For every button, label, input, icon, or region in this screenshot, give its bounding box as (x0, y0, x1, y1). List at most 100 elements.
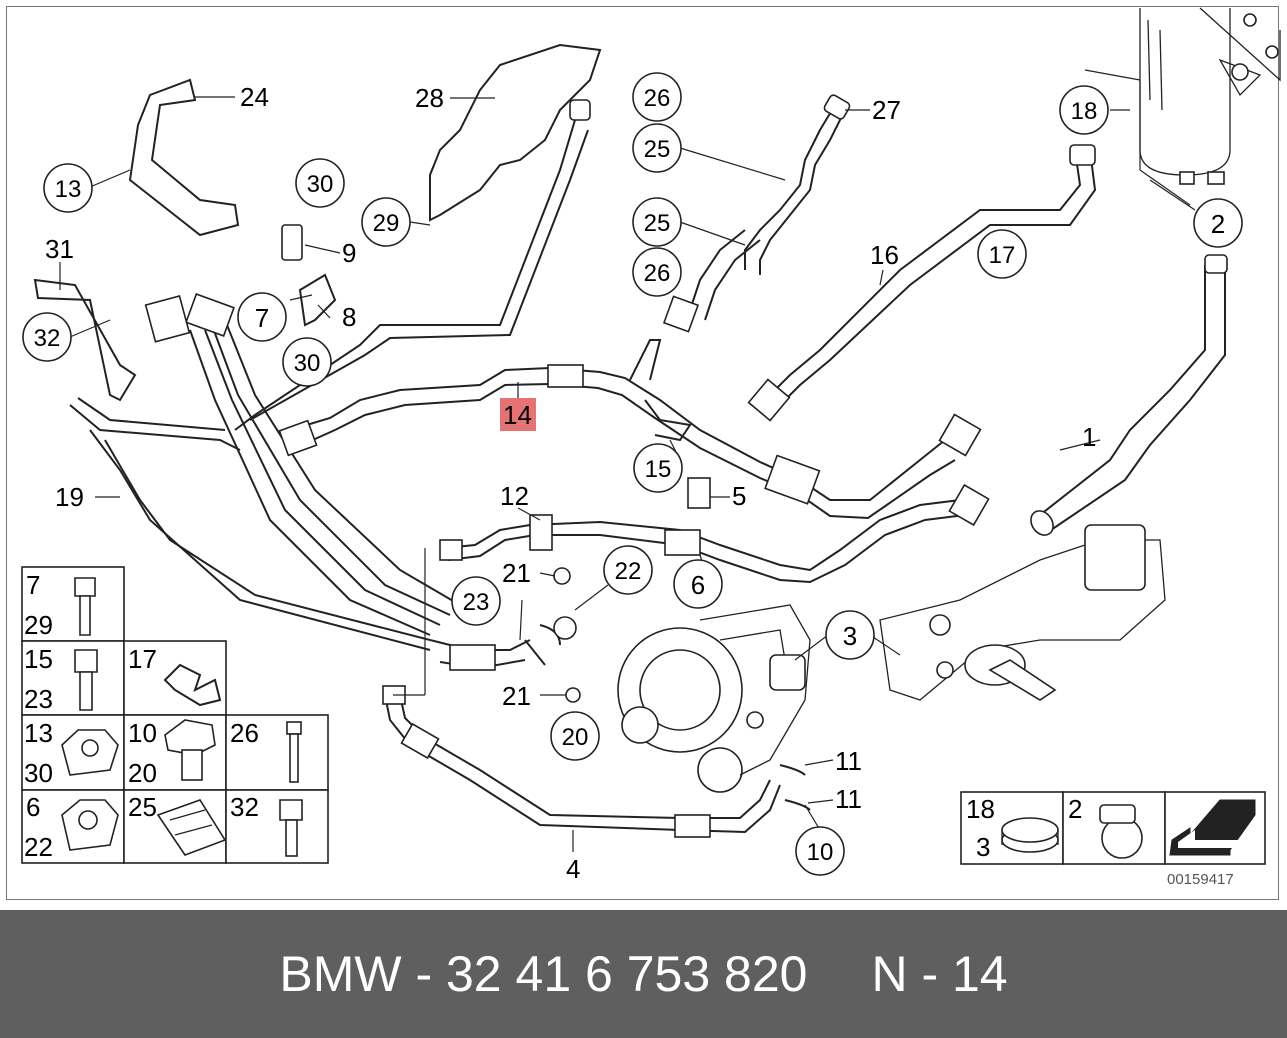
callout-2: 2 (1193, 198, 1243, 248)
label-11-lower: 11 (835, 784, 862, 814)
svg-text:22: 22 (24, 832, 53, 862)
svg-text:18: 18 (1071, 98, 1098, 125)
label-9: 9 (342, 238, 356, 268)
callout-30-upper: 30 (295, 158, 345, 208)
callout-32: 32 (22, 312, 72, 362)
label-1: 1 (1082, 422, 1096, 452)
svg-text:30: 30 (24, 758, 53, 788)
plain-labels: 1 4 5 8 9 11 11 12 16 19 21 21 24 27 28 … (45, 82, 1096, 884)
svg-text:25: 25 (128, 792, 157, 822)
svg-text:3: 3 (843, 621, 857, 651)
label-19: 19 (55, 482, 84, 512)
callout-3: 3 (825, 610, 875, 660)
svg-text:3: 3 (976, 832, 990, 862)
callout-18: 18 (1059, 85, 1109, 135)
svg-text:2: 2 (1068, 794, 1082, 824)
callout-29: 29 (361, 197, 411, 247)
callout-30-lower: 30 (282, 337, 332, 387)
clamp-legend: 18 3 2 00159417 (960, 791, 1266, 888)
callout-7: 7 (237, 292, 287, 342)
svg-text:23: 23 (463, 589, 490, 616)
svg-text:32: 32 (230, 792, 259, 822)
label-12: 12 (500, 481, 529, 511)
diagram-code: 00159417 (1167, 871, 1234, 888)
callout-26-lower: 26 (632, 247, 682, 297)
parts-diagram: 1 4 5 8 9 11 11 12 16 19 21 21 24 27 28 … (21, 7, 1281, 888)
svg-text:13: 13 (55, 176, 82, 203)
callout-13: 13 (43, 163, 93, 213)
label-14: 14 (503, 400, 532, 430)
highlight-label-14: 14 (500, 382, 536, 431)
part-number-footer: BMW - 32 41 6 753 820 N - 14 (0, 910, 1287, 1038)
svg-text:26: 26 (230, 718, 259, 748)
svg-text:20: 20 (128, 758, 157, 788)
svg-text:18: 18 (966, 794, 995, 824)
svg-text:32: 32 (34, 325, 61, 352)
steering-pump (617, 604, 811, 793)
fluid-reservoir (1139, 7, 1281, 185)
hose-14 (278, 339, 982, 520)
svg-text:17: 17 (128, 644, 157, 674)
svg-text:10: 10 (807, 839, 834, 866)
label-16: 16 (870, 240, 899, 270)
callout-23: 23 (451, 576, 501, 626)
callout-10: 10 (795, 826, 845, 876)
callout-26-upper: 26 (632, 72, 682, 122)
label-27: 27 (872, 95, 901, 125)
small-parts (281, 224, 811, 811)
position-number: N - 14 (871, 946, 1008, 1002)
label-24: 24 (240, 82, 269, 112)
svg-text:20: 20 (562, 724, 589, 751)
circle-labels: 2 3 6 7 10 13 15 17 18 20 22 23 25 25 26… (22, 72, 1243, 876)
callout-17: 17 (977, 229, 1027, 279)
svg-text:23: 23 (24, 684, 53, 714)
bracket-24 (128, 78, 240, 237)
svg-text:6: 6 (691, 570, 705, 600)
label-4: 4 (566, 854, 580, 884)
label-21-lower: 21 (502, 681, 531, 711)
svg-text:25: 25 (644, 210, 671, 237)
svg-text:29: 29 (24, 610, 53, 640)
label-28: 28 (415, 83, 444, 113)
svg-text:7: 7 (26, 570, 40, 600)
svg-text:7: 7 (255, 303, 269, 333)
callout-25-lower: 25 (632, 197, 682, 247)
pressure-line-6 (439, 483, 990, 584)
hose-assembly (69, 99, 591, 671)
leader-lines (59, 69, 1196, 852)
callout-20: 20 (550, 711, 600, 761)
callout-6: 6 (673, 559, 723, 609)
svg-text:26: 26 (644, 260, 671, 287)
callout-15: 15 (633, 443, 683, 493)
hose-16 (747, 144, 1097, 422)
svg-text:30: 30 (307, 171, 334, 198)
hardware-legend: 7 29 15 23 17 13 30 10 20 26 6 22 25 32 (21, 566, 329, 864)
svg-text:2: 2 (1211, 209, 1225, 239)
hose-25-26 (662, 94, 851, 333)
callout-25-upper: 25 (632, 123, 682, 173)
svg-text:30: 30 (294, 350, 321, 377)
svg-text:25: 25 (644, 136, 671, 163)
heat-shield-28 (429, 43, 602, 222)
svg-text:13: 13 (24, 718, 53, 748)
label-31: 31 (45, 234, 74, 264)
hose-1 (1030, 254, 1228, 536)
svg-text:29: 29 (373, 210, 400, 237)
bracket-31 (33, 278, 137, 402)
svg-text:22: 22 (615, 558, 642, 585)
svg-text:6: 6 (26, 792, 40, 822)
label-21-upper: 21 (502, 558, 531, 588)
label-11-upper: 11 (835, 746, 862, 776)
steering-gear (879, 524, 1166, 701)
callout-22: 22 (603, 545, 653, 595)
svg-text:10: 10 (128, 718, 157, 748)
label-8: 8 (342, 302, 356, 332)
svg-text:17: 17 (989, 242, 1016, 269)
svg-text:26: 26 (644, 85, 671, 112)
highlight-box (500, 398, 536, 431)
svg-text:15: 15 (24, 644, 53, 674)
part-number: BMW - 32 41 6 753 820 (279, 946, 808, 1002)
svg-text:15: 15 (645, 456, 672, 483)
label-5: 5 (732, 481, 746, 511)
